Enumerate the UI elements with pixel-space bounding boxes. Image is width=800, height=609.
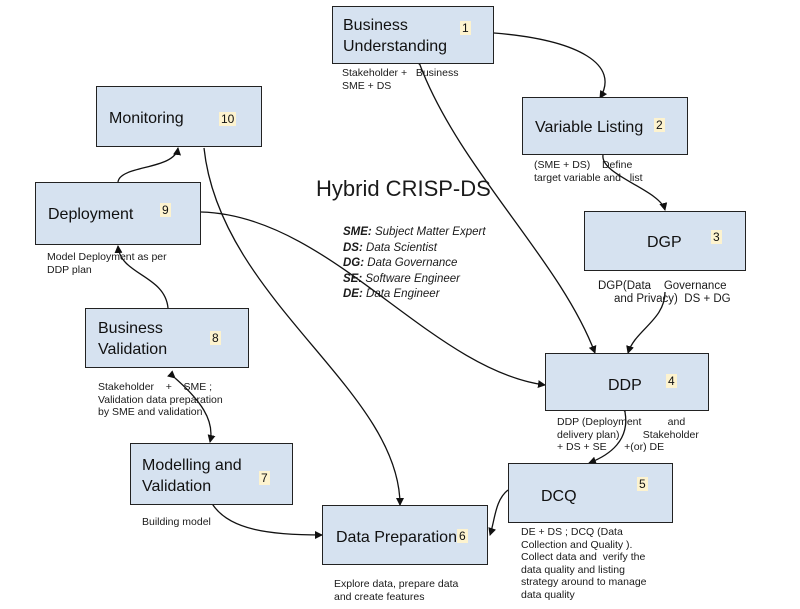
step-number: 7 <box>259 471 270 485</box>
step-business-understanding: Business Understanding 1 <box>332 6 494 64</box>
legend-desc: Data Governance <box>367 257 458 269</box>
step-dcq: DCQ 5 <box>508 463 673 523</box>
step-note: (SME + DS) Define target variable and li… <box>534 159 643 184</box>
legend-row: DE: Data Engineer <box>343 287 486 303</box>
legend-abbr: DE: <box>343 288 363 300</box>
step-note: DGP(Data Governance and Privacy) DS + DG <box>598 280 731 305</box>
legend-desc: Subject Matter Expert <box>374 226 486 238</box>
step-note: Building model <box>142 516 211 528</box>
legend-desc: Data Scientist <box>366 241 437 254</box>
legend-abbr: SE: <box>343 272 363 285</box>
connector-5-6 <box>488 489 509 536</box>
legend-row: SME: Subject Matter Expert <box>343 225 486 241</box>
legend-abbr: DG: <box>343 257 365 269</box>
step-monitoring: Monitoring 10 <box>96 86 262 147</box>
connector-6-7 <box>205 496 323 539</box>
step-note: Model Deployment as per DDP plan <box>47 251 167 276</box>
step-number: 2 <box>654 118 665 132</box>
step-label: DDP <box>608 377 642 394</box>
step-note: Stakeholder + SME ; Validation data prep… <box>98 381 223 418</box>
step-variable-listing: Variable Listing 2 <box>522 97 688 155</box>
step-label: Business Understanding <box>343 17 448 55</box>
step-label: Modelling and Validation <box>142 457 242 495</box>
legend-row: SE: Software Engineer <box>343 272 486 288</box>
step-label: Business Validation <box>98 320 168 358</box>
diagram-title: Hybrid CRISP-DS <box>316 176 491 201</box>
step-label: Monitoring <box>109 110 184 127</box>
step-number: 3 <box>711 230 722 244</box>
step-number: 6 <box>457 529 468 543</box>
step-number: 9 <box>160 203 171 217</box>
step-business-validation: Business Validation 8 <box>85 308 249 368</box>
step-deployment: Deployment 9 <box>35 182 201 245</box>
legend-abbr: DS: <box>343 241 363 254</box>
connector-9-10 <box>117 147 181 183</box>
step-ddp: DDP 4 <box>545 353 709 411</box>
legend-abbr: SME: <box>343 226 372 238</box>
step-label: DCQ <box>541 488 577 505</box>
step-label: DGP <box>647 234 682 251</box>
step-note: Stakeholder + Business SME + DS <box>342 67 459 92</box>
legend-desc: Software Engineer <box>365 272 460 285</box>
step-label: Data Preparation <box>336 529 457 546</box>
step-modelling-validation: Modelling and Validation 7 <box>130 443 293 505</box>
step-label: Deployment <box>48 206 134 223</box>
abbreviation-legend: SME: Subject Matter Expert DS: Data Scie… <box>343 225 486 303</box>
connector-3-4 <box>626 291 666 354</box>
step-number: 10 <box>219 112 237 126</box>
step-dgp: DGP 3 <box>584 211 746 271</box>
step-note: DE + DS ; DCQ (Data Collection and Quali… <box>521 526 647 601</box>
step-number: 1 <box>460 21 471 35</box>
step-note: DDP (Deployment and delivery plan) Stake… <box>557 416 699 453</box>
step-label: Variable Listing <box>535 119 644 136</box>
legend-row: DG: Data Governance <box>343 256 486 272</box>
legend-desc: Data Engineer <box>366 288 440 300</box>
connector-1-2 <box>486 28 608 99</box>
connector-9-4 <box>193 207 546 389</box>
step-number: 4 <box>666 374 677 388</box>
step-number: 8 <box>210 331 221 345</box>
connector-2-3 <box>600 147 668 211</box>
connector-8-9 <box>114 245 169 309</box>
step-data-preparation: Data Preparation 6 <box>322 505 488 565</box>
step-note: Explore data, prepare data and create fe… <box>334 578 459 603</box>
step-number: 5 <box>637 477 648 491</box>
connector-10-6 <box>203 147 404 506</box>
legend-row: DS: Data Scientist <box>343 241 486 257</box>
connector-4-5 <box>588 404 628 465</box>
connector-8-7 <box>167 370 216 443</box>
